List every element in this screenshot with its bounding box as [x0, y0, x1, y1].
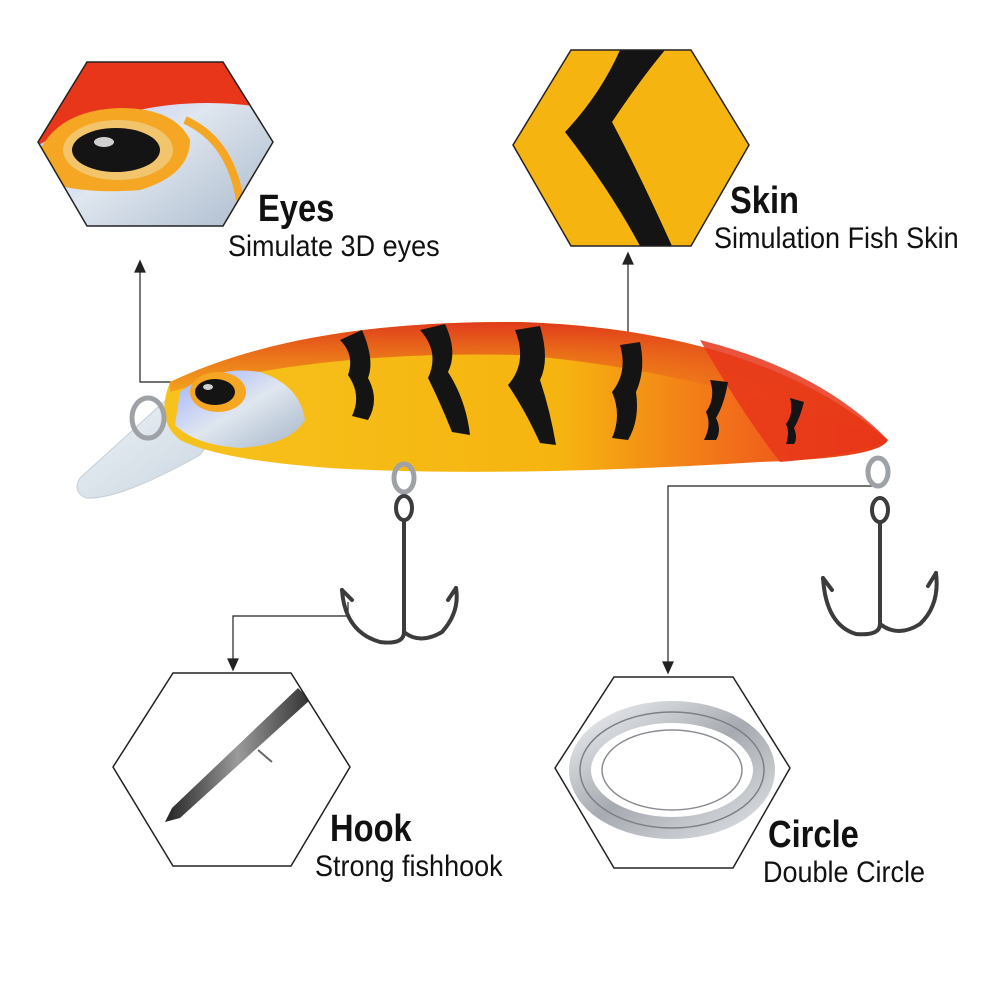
tail-treble-hook — [821, 455, 939, 637]
split-ring-closeup-hexagon — [554, 676, 791, 869]
skin-closeup-hexagon — [512, 49, 750, 247]
hook-description: Strong fishhook — [315, 850, 503, 883]
belly-treble-hook — [340, 461, 459, 645]
hook-callout: Hook Strong fishhook — [315, 808, 523, 884]
skin-description: Simulation Fish Skin — [714, 222, 959, 255]
nose-split-ring — [129, 395, 167, 441]
skin-callout: Skin Simulation Fish Skin — [714, 180, 986, 256]
hook-closeup-hexagon — [112, 672, 351, 867]
eyes-callout: Eyes Simulate 3D eyes — [228, 188, 463, 264]
eye-closeup-hexagon — [37, 61, 274, 227]
circle-title: Circle — [768, 814, 859, 856]
eyes-title: Eyes — [258, 188, 335, 230]
circle-description: Double Circle — [763, 856, 926, 889]
circle-callout: Circle Double Circle — [763, 814, 943, 890]
eyes-description: Simulate 3D eyes — [228, 230, 440, 263]
hook-title: Hook — [330, 808, 412, 850]
skin-title: Skin — [730, 180, 800, 222]
fishing-lure — [76, 321, 888, 499]
